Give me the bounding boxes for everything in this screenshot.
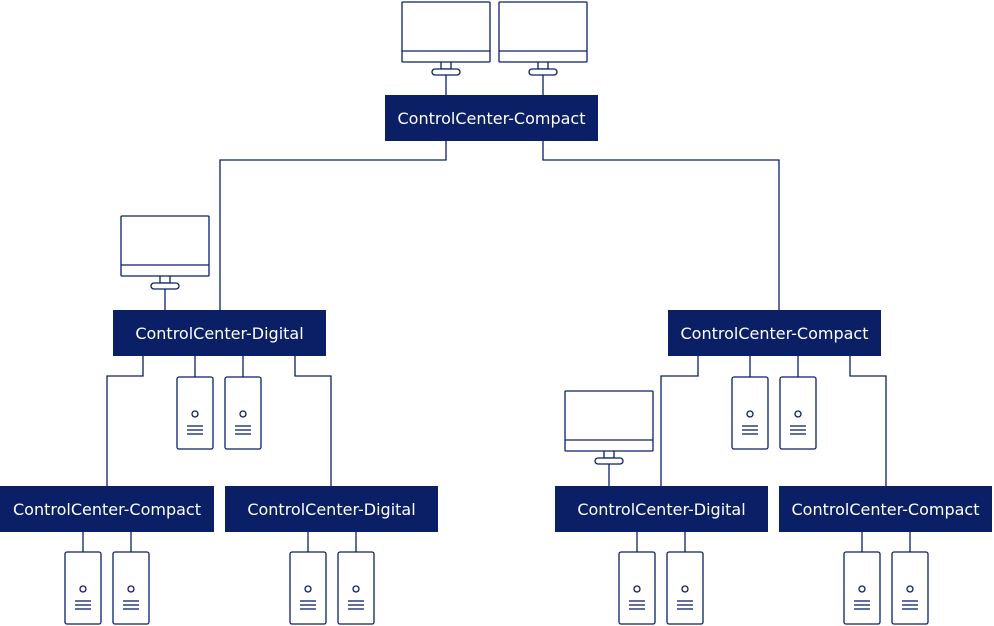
node-right-right[interactable]: ControlCenter-Compact [779, 486, 992, 532]
pc-tower-icon [112, 551, 150, 625]
connector-right-to-right-right [849, 356, 887, 486]
node-left[interactable]: ControlCenter-Digital [113, 310, 326, 356]
connector-root-right [542, 140, 780, 310]
connector-left-to-left-left [106, 356, 144, 486]
connector-root-left [219, 140, 447, 310]
node-left-left[interactable]: ControlCenter-Compact [0, 486, 214, 532]
device-icons [64, 1, 929, 625]
node-left-right[interactable]: ControlCenter-Digital [225, 486, 438, 532]
node-right-left[interactable]: ControlCenter-Digital [555, 486, 768, 532]
monitor-icon [120, 215, 210, 290]
pc-tower-icon [337, 551, 375, 625]
node-right-right-label: ControlCenter-Compact [791, 499, 980, 519]
pc-tower-icon [176, 376, 214, 450]
pc-tower-icon [731, 376, 769, 450]
pc-tower-icon [666, 551, 704, 625]
connector-lines [82, 75, 911, 552]
node-left-left-label: ControlCenter-Compact [12, 499, 201, 519]
connector-left-to-left-right [294, 356, 332, 486]
node-right-left-label: ControlCenter-Digital [577, 499, 746, 519]
connector-right-to-right-left [660, 356, 699, 486]
node-root-label: ControlCenter-Compact [397, 108, 586, 128]
pc-tower-icon [224, 376, 262, 450]
monitor-icon [498, 1, 588, 76]
node-left-right-label: ControlCenter-Digital [247, 499, 416, 519]
pc-tower-icon [891, 551, 929, 625]
monitor-icon [401, 1, 491, 76]
pc-tower-icon [618, 551, 656, 625]
pc-tower-icon [779, 376, 817, 450]
monitor-icon [564, 390, 654, 465]
pc-tower-icon [289, 551, 327, 625]
node-right[interactable]: ControlCenter-Compact [668, 310, 881, 356]
node-left-label: ControlCenter-Digital [135, 323, 304, 343]
node-right-label: ControlCenter-Compact [680, 323, 869, 343]
pc-tower-icon [843, 551, 881, 625]
node-root[interactable]: ControlCenter-Compact [385, 95, 598, 141]
pc-tower-icon [64, 551, 102, 625]
